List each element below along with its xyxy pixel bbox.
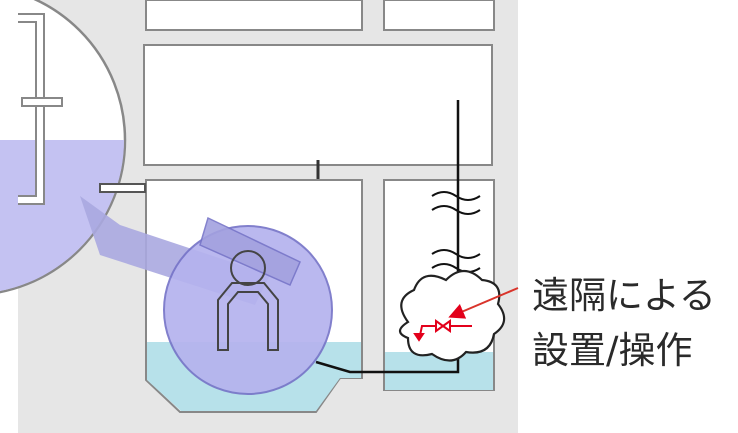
upper-room-left (145, 0, 363, 31)
caption-line-2: 設置/操作 (532, 329, 693, 372)
upper-room-right (383, 0, 495, 31)
downcomer-head (230, 250, 266, 286)
valve-icon (413, 319, 472, 342)
leader-arrow-icon (448, 287, 519, 319)
wave-break-icon (431, 191, 481, 273)
downcomer (217, 282, 279, 351)
caption-line-1: 遠隔による (532, 274, 716, 317)
upper-corridor-room (143, 44, 493, 166)
control-cable (315, 100, 460, 374)
vessel-bracket-lower (99, 183, 146, 193)
vessel-bracket (21, 97, 63, 107)
